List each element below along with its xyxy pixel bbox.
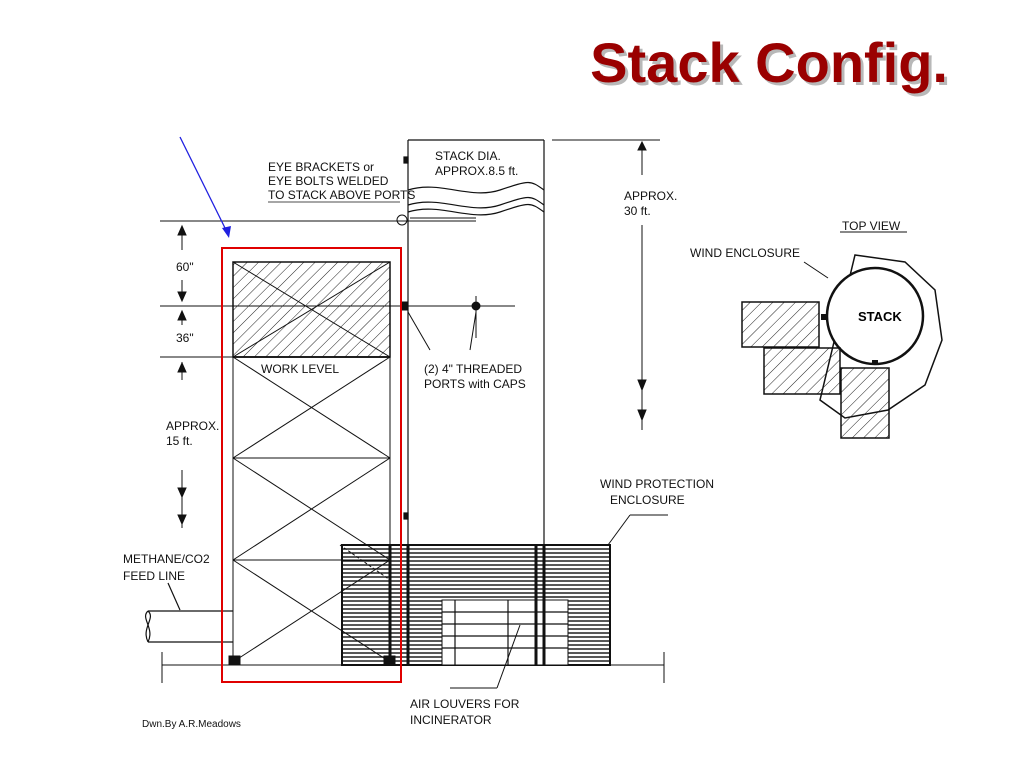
page-title: Stack Config. <box>590 31 948 94</box>
label-dim-60: 60" <box>176 260 194 274</box>
label-drawn-by: Dwn.By A.R.Meadows <box>142 719 241 730</box>
louver-leader <box>450 624 521 689</box>
label-eye-3: TO STACK ABOVE PORTS <box>268 188 415 202</box>
dim-stack <box>552 139 660 430</box>
highlight-box <box>221 247 402 683</box>
label-louvers-1: AIR LOUVERS FOR <box>410 697 520 711</box>
label-stack-dia-value: APPROX.8.5 ft. <box>435 164 518 178</box>
feed-line-pipe <box>145 582 233 643</box>
label-approx15-2: 15 ft. <box>166 434 193 448</box>
label-stack: STACK <box>858 309 902 324</box>
wind-protection-enclosure <box>339 514 668 666</box>
label-wind-protection-1: WIND PROTECTION <box>600 477 714 491</box>
label-work-level: WORK LEVEL <box>261 362 339 376</box>
label-louvers-2: INCINERATOR <box>410 713 492 727</box>
label-ports-2: PORTS with CAPS <box>424 377 526 391</box>
ground-line <box>161 652 665 683</box>
label-stack-dia: STACK DIA. <box>435 149 501 163</box>
scaffold <box>228 261 396 666</box>
label-approx15-1: APPROX. <box>166 419 219 433</box>
label-top-view: TOP VIEW <box>842 219 901 233</box>
label-approx30-1: APPROX. <box>624 189 677 203</box>
dim-left <box>160 224 233 528</box>
label-ports-1: (2) 4" THREADED <box>424 362 522 376</box>
label-feed-1: METHANE/CO2 <box>123 552 210 566</box>
label-wind-protection-2: ENCLOSURE <box>610 493 685 507</box>
label-approx30-2: 30 ft. <box>624 204 651 218</box>
label-feed-2: FEED LINE <box>123 569 185 583</box>
label-dim-36: 36" <box>176 331 194 345</box>
pointer-arrow <box>179 136 231 238</box>
label-eye-2: EYE BOLTS WELDED <box>268 174 389 188</box>
label-eye-1: EYE BRACKETS or <box>268 160 374 174</box>
label-wind-enclosure: WIND ENCLOSURE <box>690 246 800 260</box>
top-view <box>741 231 943 439</box>
